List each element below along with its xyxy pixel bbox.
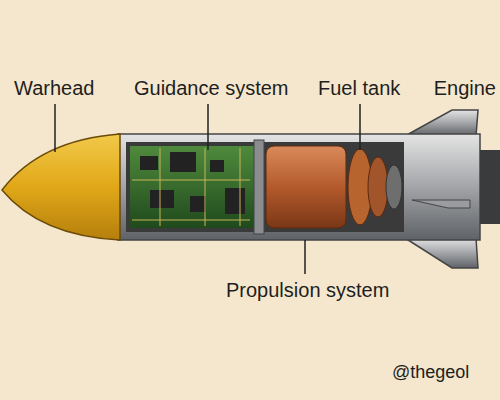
leader-lines (55, 104, 360, 274)
top-fin (405, 110, 478, 136)
warhead-cone (2, 134, 120, 240)
part-label: Guidance system (134, 76, 289, 100)
bulkhead (254, 140, 264, 234)
circuit-board (130, 146, 254, 228)
side-fin (412, 200, 470, 208)
chips (140, 152, 245, 214)
part-label: Warhead (14, 76, 94, 100)
traces (132, 148, 250, 226)
cutaway (126, 142, 404, 232)
part-label: Propulsion system (226, 278, 389, 302)
watermark: @thegeol (392, 360, 469, 384)
bottom-fin (405, 238, 478, 268)
nozzle (480, 150, 500, 224)
engine-parts (348, 149, 402, 225)
missile-body (118, 134, 480, 240)
part-label: Fuel tank (318, 76, 400, 100)
part-label: Engine (434, 76, 496, 100)
fuel-tank (266, 146, 346, 228)
